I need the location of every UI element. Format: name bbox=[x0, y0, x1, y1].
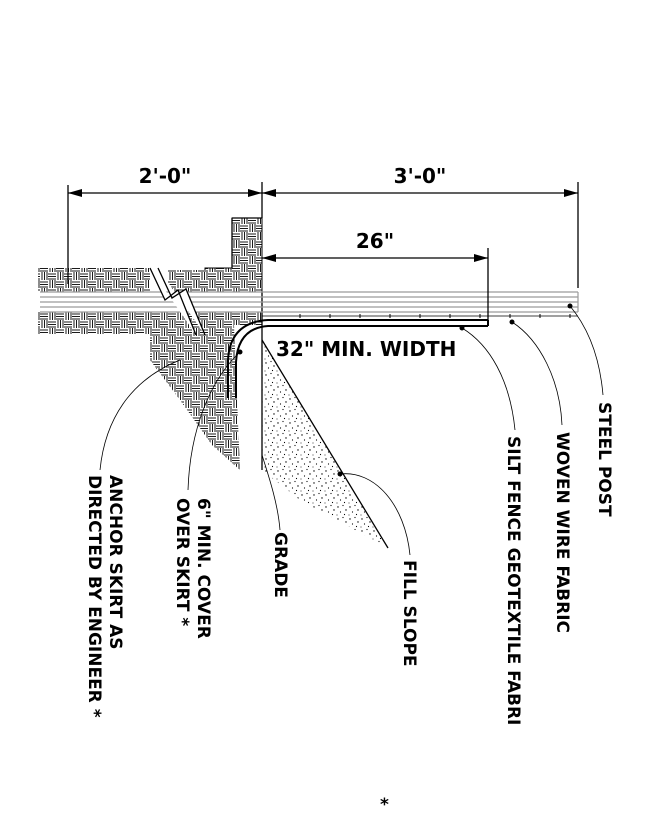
grade-label: GRADE bbox=[270, 532, 290, 598]
min-width-label: 32" MIN. WIDTH bbox=[276, 337, 456, 361]
soil-hatch bbox=[38, 217, 263, 470]
dimension-right: 3'-0" bbox=[394, 164, 447, 188]
anchor-label-line1: ANCHOR SKIRT AS bbox=[105, 475, 125, 650]
woven-wire-label: WOVEN WIRE FABRIC bbox=[552, 432, 572, 633]
footnote-asterisk: * bbox=[380, 795, 389, 815]
silt-fence-label: SILT FENCE GEOTEXTILE FABRI bbox=[503, 436, 523, 725]
dimension-left: 2'-0" bbox=[139, 164, 192, 188]
dimension-lines bbox=[67, 182, 579, 320]
anchor-label-line2: DIRECTED BY ENGINEER * bbox=[84, 475, 104, 718]
cover-label-line1: 6" MIN. COVER bbox=[193, 498, 213, 639]
steel-post bbox=[40, 291, 579, 313]
break-symbol bbox=[149, 267, 206, 336]
cover-label-line2: OVER SKIRT * bbox=[172, 498, 192, 626]
fill-slope-label: FILL SLOPE bbox=[399, 560, 419, 667]
steel-post-label: STEEL POST bbox=[594, 402, 614, 517]
leader-lines bbox=[99, 303, 604, 556]
slope-lines bbox=[231, 217, 389, 549]
fence-fabric bbox=[227, 314, 578, 398]
dimension-inner: 26" bbox=[356, 229, 394, 253]
